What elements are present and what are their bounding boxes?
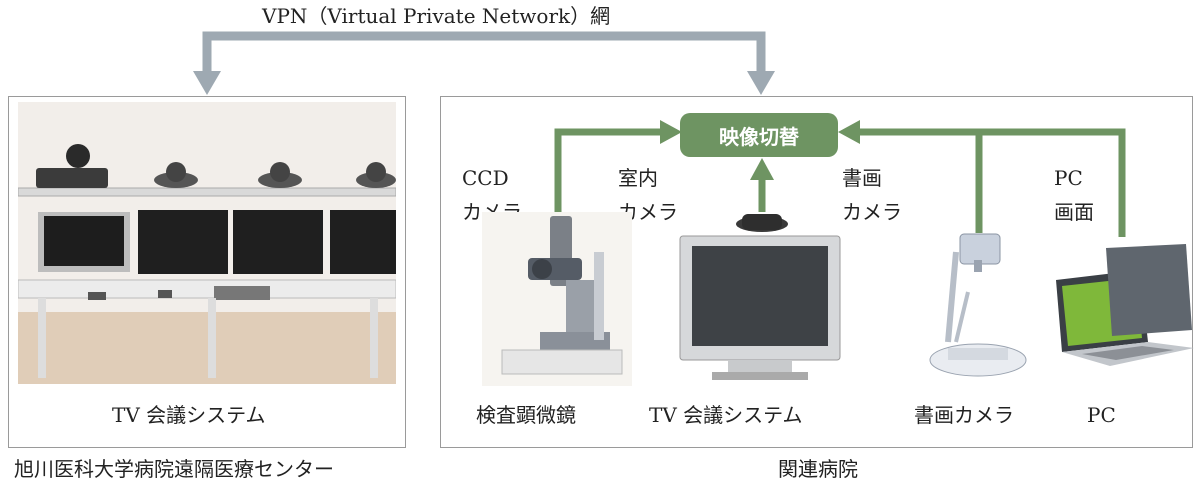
vpn-label: VPN（Virtual Private Network）網 [262, 4, 611, 28]
vpn-arrowhead-right [747, 71, 775, 95]
pc-signal-line [855, 128, 1126, 237]
center-frame [8, 96, 406, 448]
ccd-arrowhead [660, 120, 682, 144]
pc-caption: PC [1087, 403, 1116, 427]
room-camera-label-line1: 室内 [618, 166, 658, 190]
tv-conference-system-image [679, 214, 841, 380]
vpn-arrow [202, 31, 766, 73]
room-camera-arrowhead [750, 158, 774, 180]
document-camera-image [929, 233, 1027, 377]
document-camera-label-line1: 書画 [842, 166, 882, 190]
tv-conference-photo [18, 102, 396, 384]
video-switcher: 映像切替 [680, 113, 838, 157]
slit-lamp-caption: 検査顕微鏡 [476, 403, 576, 427]
laptop-pc-image [1056, 244, 1194, 366]
pc-screen-label-line1: PC [1054, 166, 1083, 190]
center-name: 旭川医科大学病院遠隔医療センター [14, 457, 334, 481]
tv-conference-caption: TV 会議システム [649, 403, 803, 427]
hospital-frame [440, 96, 1193, 448]
pc-screen-label-line2: 画面 [1054, 200, 1094, 224]
ccd-signal-line [554, 128, 664, 212]
pc-arrowhead [838, 120, 860, 144]
hospital-name: 関連病院 [778, 457, 858, 481]
center-photo-caption: TV 会議システム [112, 403, 266, 427]
slit-lamp-microscope-image [482, 212, 632, 386]
ccd-camera-label-line1: CCD [462, 166, 509, 190]
vpn-arrowhead-left [193, 71, 221, 95]
document-camera-label-line2: カメラ [842, 200, 902, 224]
document-camera-caption: 書画カメラ [914, 403, 1014, 427]
